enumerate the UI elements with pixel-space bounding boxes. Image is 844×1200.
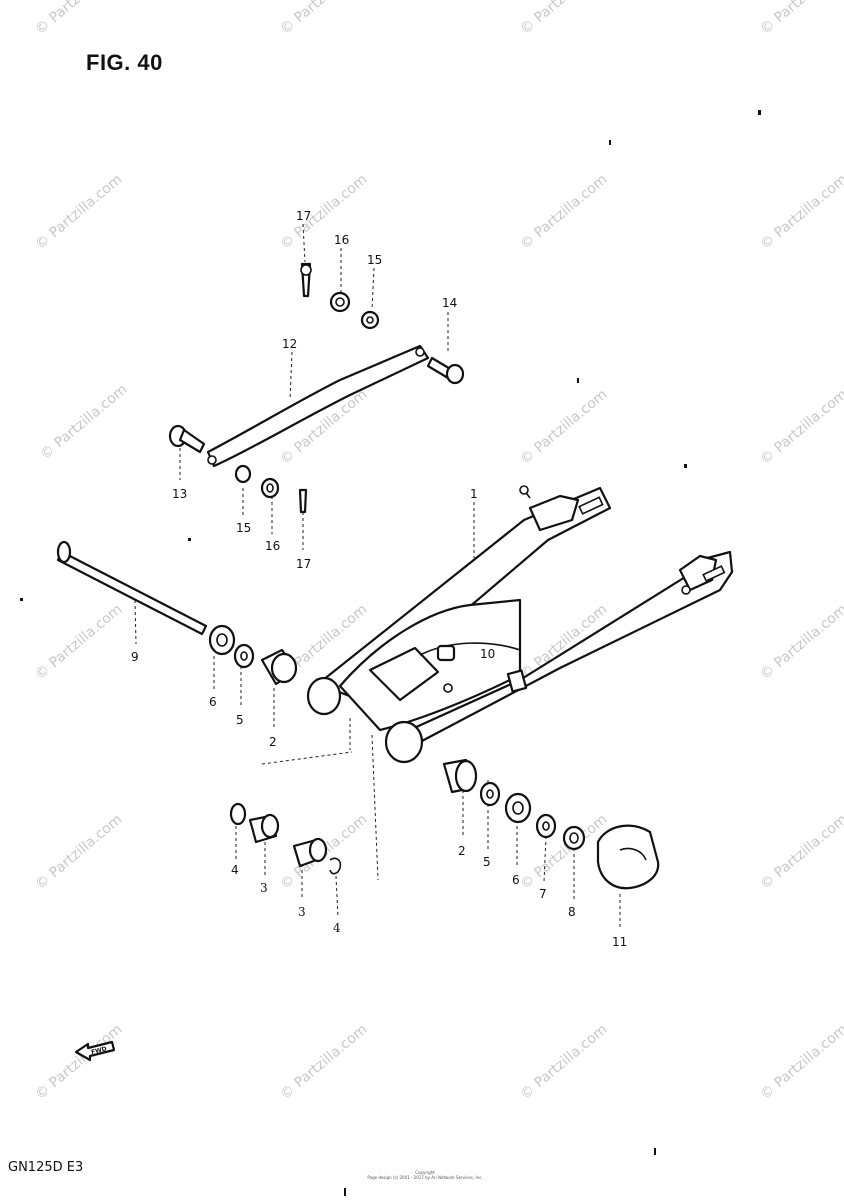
- washer-15-bottom: [234, 464, 252, 484]
- callout-3-right: 3: [298, 905, 306, 919]
- callout-8: 8: [568, 905, 576, 919]
- watermark: © Partzilla.com: [37, 381, 130, 463]
- bolt-14: [426, 356, 465, 385]
- watermark: © Partzilla.com: [277, 0, 370, 38]
- left-pivot-parts: [208, 624, 298, 686]
- callout-2-right: 2: [458, 844, 466, 858]
- watermark: © Partzilla.com: [517, 1021, 610, 1103]
- watermark: © Partzilla.com: [517, 171, 610, 253]
- watermark: © Partzilla.com: [32, 1021, 125, 1103]
- watermark: © Partzilla.com: [757, 0, 844, 38]
- callout-15-bottom: 15: [236, 521, 251, 535]
- lower-bushings: [229, 802, 342, 875]
- watermark: © Partzilla.com: [757, 386, 844, 468]
- watermark: © Partzilla.com: [32, 171, 125, 253]
- pivot-shaft-9: [56, 540, 208, 636]
- callout-16-top: 16: [334, 233, 349, 247]
- copyright-line: Page design (c) 2001 - 2017 by Ari Netwo…: [367, 1175, 483, 1180]
- washer-15-top: [360, 310, 380, 330]
- callout-2-left: 2: [269, 735, 277, 749]
- torque-link: [206, 344, 430, 468]
- watermark: © Partzilla.com: [517, 386, 610, 468]
- nut-16-top: [329, 291, 351, 313]
- nut-10: [436, 644, 456, 662]
- watermark: © Partzilla.com: [757, 811, 844, 893]
- callout-4-left: 4: [231, 863, 239, 877]
- model-code: GN125D E3: [8, 1160, 84, 1175]
- callout-12: 12: [282, 337, 297, 351]
- callout-7: 7: [539, 887, 547, 901]
- callout-17-bottom: 17: [296, 557, 311, 571]
- watermark: © Partzilla.com: [32, 601, 125, 683]
- nut-16-bottom: [260, 477, 280, 499]
- callout-17-top: 17: [296, 209, 311, 223]
- callout-14: 14: [442, 296, 457, 310]
- callout-6-left: 6: [209, 695, 217, 709]
- callout-11: 11: [612, 935, 627, 949]
- bolt-13: [168, 424, 206, 454]
- watermark: © Partzilla.com: [517, 0, 610, 38]
- callout-15-top: 15: [367, 253, 382, 267]
- front-direction-arrow: FWD: [74, 1040, 116, 1062]
- cotter-pin-17-top: [300, 262, 312, 298]
- right-pivot-parts: [442, 758, 586, 851]
- leader-lines: [134, 223, 621, 930]
- watermark: © Partzilla.com: [757, 1021, 844, 1103]
- callout-3-left: 3: [260, 881, 268, 895]
- callout-16-bottom: 16: [265, 539, 280, 553]
- callout-1: 1: [470, 487, 478, 501]
- watermark: © Partzilla.com: [277, 1021, 370, 1103]
- chain-cover-11: [596, 824, 660, 890]
- front-arrow-label: FWD: [91, 1045, 108, 1056]
- copyright-line: Copyright: [415, 1170, 435, 1175]
- callout-6-right: 6: [512, 873, 520, 887]
- figure-title: FIG. 40: [86, 50, 163, 75]
- swing-arm: [306, 485, 734, 764]
- watermark: © Partzilla.com: [517, 811, 610, 893]
- callout-labels: 17 16 15 14 12 13 15 16 17 1 9 6 5 2 10 …: [131, 209, 627, 949]
- watermark: © Partzilla.com: [32, 0, 125, 38]
- watermark-layer: © Partzilla.com © Partzilla.com © Partzi…: [32, 0, 844, 1103]
- copyright-notice: Copyright Page design (c) 2001 - 2017 by…: [350, 1170, 500, 1180]
- watermark: © Partzilla.com: [757, 601, 844, 683]
- callout-9: 9: [131, 650, 139, 664]
- callout-4-right: 4: [333, 921, 341, 935]
- cotter-pin-17-bottom: [298, 488, 308, 514]
- watermark: © Partzilla.com: [757, 171, 844, 253]
- callout-5-left: 5: [236, 713, 244, 727]
- callout-10: 10: [480, 647, 495, 661]
- watermark: © Partzilla.com: [32, 811, 125, 893]
- scan-specks: [20, 110, 761, 1196]
- callout-5-right: 5: [483, 855, 491, 869]
- callout-13: 13: [172, 487, 187, 501]
- watermark: © Partzilla.com: [277, 171, 370, 253]
